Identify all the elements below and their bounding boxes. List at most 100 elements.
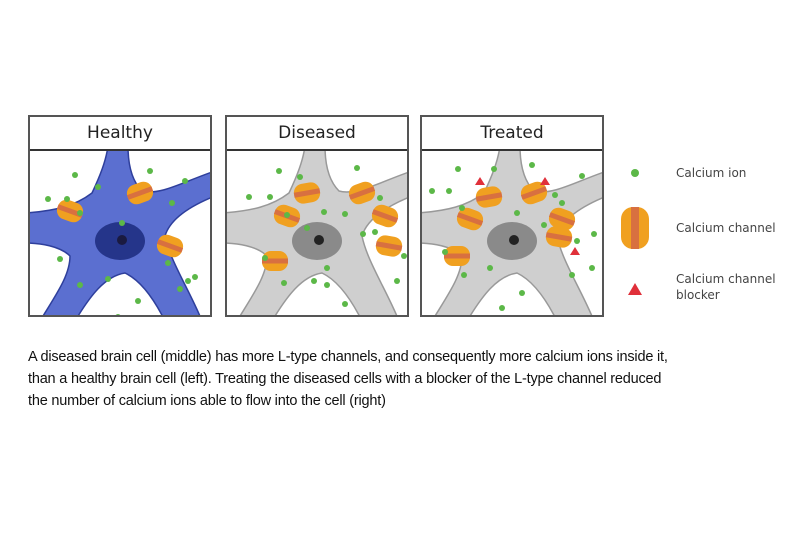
calcium-ion	[246, 194, 252, 200]
legend-label-blocker-line2: blocker	[676, 288, 720, 302]
panel-title: Healthy	[30, 117, 210, 151]
calcium-ion	[360, 231, 366, 237]
calcium-ion	[192, 274, 198, 280]
calcium-ion	[297, 174, 303, 180]
calcium-ion	[45, 196, 51, 202]
calcium-ion	[182, 178, 188, 184]
legend-label-blocker: Calcium channel blocker	[676, 271, 776, 303]
panel-diseased: Diseased	[225, 115, 409, 317]
legend-label-calcium-ion: Calcium ion	[676, 166, 747, 180]
calcium-channel	[293, 182, 321, 204]
calcium-ion	[57, 256, 63, 262]
calcium-ion	[401, 253, 407, 259]
nucleolus	[117, 235, 127, 245]
calcium-ion	[321, 209, 327, 215]
calcium-ion	[579, 173, 585, 179]
calcium-channel	[475, 186, 503, 208]
calcium-ion	[429, 188, 435, 194]
calcium-ion	[324, 282, 330, 288]
calcium-ion	[115, 314, 121, 315]
calcium-channel	[156, 234, 184, 258]
calcium-channel	[56, 199, 84, 223]
calcium-ion	[541, 222, 547, 228]
diseased-cell-illustration	[227, 151, 407, 317]
calcium-ion	[95, 184, 101, 190]
calcium-channel	[262, 251, 288, 271]
calcium-ion	[354, 165, 360, 171]
calcium-ion	[591, 231, 597, 237]
calcium-ion	[529, 162, 535, 168]
calcium-ion	[284, 212, 290, 218]
calcium-ion	[455, 166, 461, 172]
calcium-ion	[77, 282, 83, 288]
calcium-ion	[461, 272, 467, 278]
calcium-ion	[491, 166, 497, 172]
calcium-ion	[64, 196, 70, 202]
calcium-ion	[119, 220, 125, 226]
calcium-ion	[169, 200, 175, 206]
calcium-channel	[545, 226, 573, 248]
calcium-ion	[177, 286, 183, 292]
calcium-channel-icon	[621, 207, 649, 249]
calcium-ion	[372, 229, 378, 235]
nucleolus	[314, 235, 324, 245]
calcium-ion	[342, 211, 348, 217]
calcium-ion	[185, 278, 191, 284]
calcium-channel	[375, 235, 403, 257]
calcium-channel	[444, 246, 470, 266]
legend-label-calcium-channel: Calcium channel	[676, 221, 776, 235]
calcium-ion	[276, 168, 282, 174]
panel-treated: Treated	[420, 115, 604, 317]
calcium-channel	[456, 207, 484, 231]
calcium-channel	[126, 181, 154, 205]
calcium-ion	[321, 315, 327, 317]
calcium-ion	[519, 290, 525, 296]
caption-line-2: than a healthy brain cell (left). Treati…	[28, 371, 662, 387]
calcium-ion	[77, 210, 83, 216]
figure-caption: A diseased brain cell (middle) has more …	[28, 346, 798, 412]
calcium-channel	[520, 181, 548, 205]
calcium-ion	[394, 278, 400, 284]
calcium-ion	[487, 265, 493, 271]
calcium-ion	[165, 260, 171, 266]
calcium-ion	[569, 272, 575, 278]
channel-blocker	[570, 247, 580, 255]
calcium-ion	[574, 238, 580, 244]
calcium-ion	[105, 276, 111, 282]
calcium-ion-icon	[631, 169, 639, 177]
caption-line-3: the number of calcium ions able to flow …	[28, 393, 386, 409]
calcium-ion	[559, 200, 565, 206]
calcium-ion	[324, 265, 330, 271]
calcium-ion	[446, 188, 452, 194]
calcium-ion	[499, 305, 505, 311]
calcium-ion	[72, 172, 78, 178]
calcium-ion	[147, 168, 153, 174]
channel-blocker	[540, 177, 550, 185]
nucleolus	[509, 235, 519, 245]
calcium-ion	[342, 301, 348, 307]
channel-blocker	[475, 177, 485, 185]
calcium-ion	[459, 205, 465, 211]
calcium-ion	[135, 298, 141, 304]
calcium-channel	[548, 207, 576, 231]
treated-cell-illustration	[422, 151, 602, 315]
panel-title: Diseased	[227, 117, 407, 151]
calcium-channel	[348, 181, 376, 205]
panel-healthy: Healthy	[28, 115, 212, 317]
calcium-ion	[552, 192, 558, 198]
calcium-ion	[442, 249, 448, 255]
calcium-ion	[311, 278, 317, 284]
caption-line-1: A diseased brain cell (middle) has more …	[28, 349, 668, 365]
healthy-cell-illustration	[30, 151, 210, 315]
calcium-ion	[267, 194, 273, 200]
calcium-ion	[304, 225, 310, 231]
calcium-ion	[377, 195, 383, 201]
calcium-ion	[514, 210, 520, 216]
calcium-ion	[589, 265, 595, 271]
calcium-ion	[281, 280, 287, 286]
calcium-channel	[371, 204, 399, 228]
blocker-icon	[628, 283, 642, 295]
panel-title: Treated	[422, 117, 602, 151]
legend-label-blocker-line1: Calcium channel	[676, 272, 776, 286]
calcium-ion	[262, 255, 268, 261]
